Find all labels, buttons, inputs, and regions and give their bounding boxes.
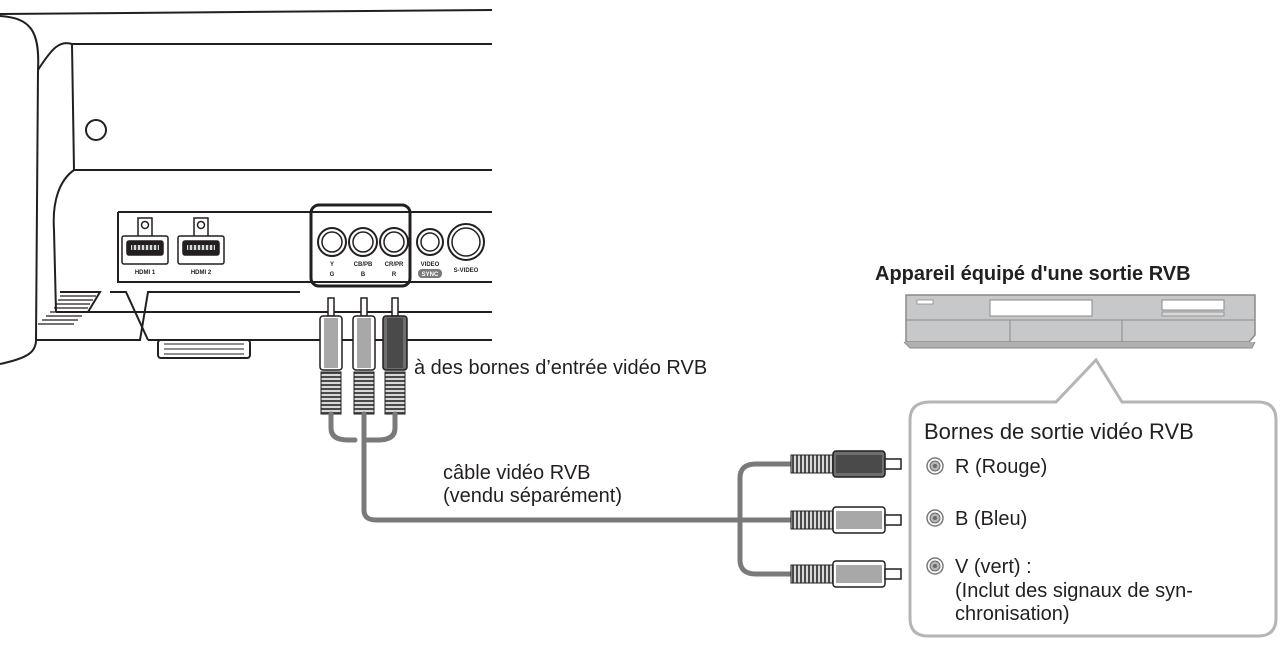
projector-body [0,9,493,365]
terminal-v-note-line1: (Inclut des signaux de syn- [955,580,1193,602]
output-terminals-callout [908,357,1278,638]
terminal-b-label: B (Bleu) [955,508,1027,530]
jack-b-label: B [361,272,366,278]
terminal-v-label: V (vert) : [955,556,1032,578]
terminal-panel [117,211,492,283]
component-input-highlight [309,203,412,288]
device-title: Appareil équipé d'une sortie RVB [875,263,1191,285]
foot-ribs [164,343,244,355]
video-label: VIDEO [421,262,440,268]
s-video-label: S-VIDEO [454,268,479,274]
jack-cr [379,227,409,257]
jack-cr-label: CR/PR [385,262,404,268]
terminal-r-label: R (Rouge) [955,456,1047,478]
vent-grille [38,295,96,325]
jack-cb-label: CB/PB [354,262,373,268]
terminal-v-note-line2: chronisation) [955,603,1070,625]
sync-badge [418,269,442,278]
video-jack [416,228,444,256]
plug-device-blue [790,506,902,534]
jack-y [317,227,347,257]
hdmi-2-port [177,217,225,265]
cable-label-line2: (vendu séparément) [443,485,622,507]
plug-device-green [790,560,902,588]
hdmi-1-port [121,217,169,265]
terminal-r-icon [926,457,944,475]
rgb-output-device [903,294,1256,349]
sync-label: SYNC [422,272,439,278]
s-video-jack [447,223,485,261]
jack-y-label: Y [330,262,334,268]
rgb-video-cable [328,411,798,577]
callout-title: Bornes de sortie vidéo RVB [924,419,1194,444]
plug-green [319,297,343,415]
cable-label-line1: câble vidéo RVB [443,462,591,484]
terminal-v-icon [926,557,944,575]
jack-g-label: G [330,272,335,278]
plug-blue [352,297,376,415]
jack-cb [348,227,378,257]
plug-red [382,297,408,415]
jack-r-label: R [392,272,397,278]
hdmi-2-label: HDMI 2 [191,270,212,276]
input-terminals-label: à des bornes d’entrée vidéo RVB [414,357,707,379]
hdmi-1-label: HDMI 1 [135,270,156,276]
plug-device-red [790,450,902,478]
terminal-b-icon [926,509,944,527]
